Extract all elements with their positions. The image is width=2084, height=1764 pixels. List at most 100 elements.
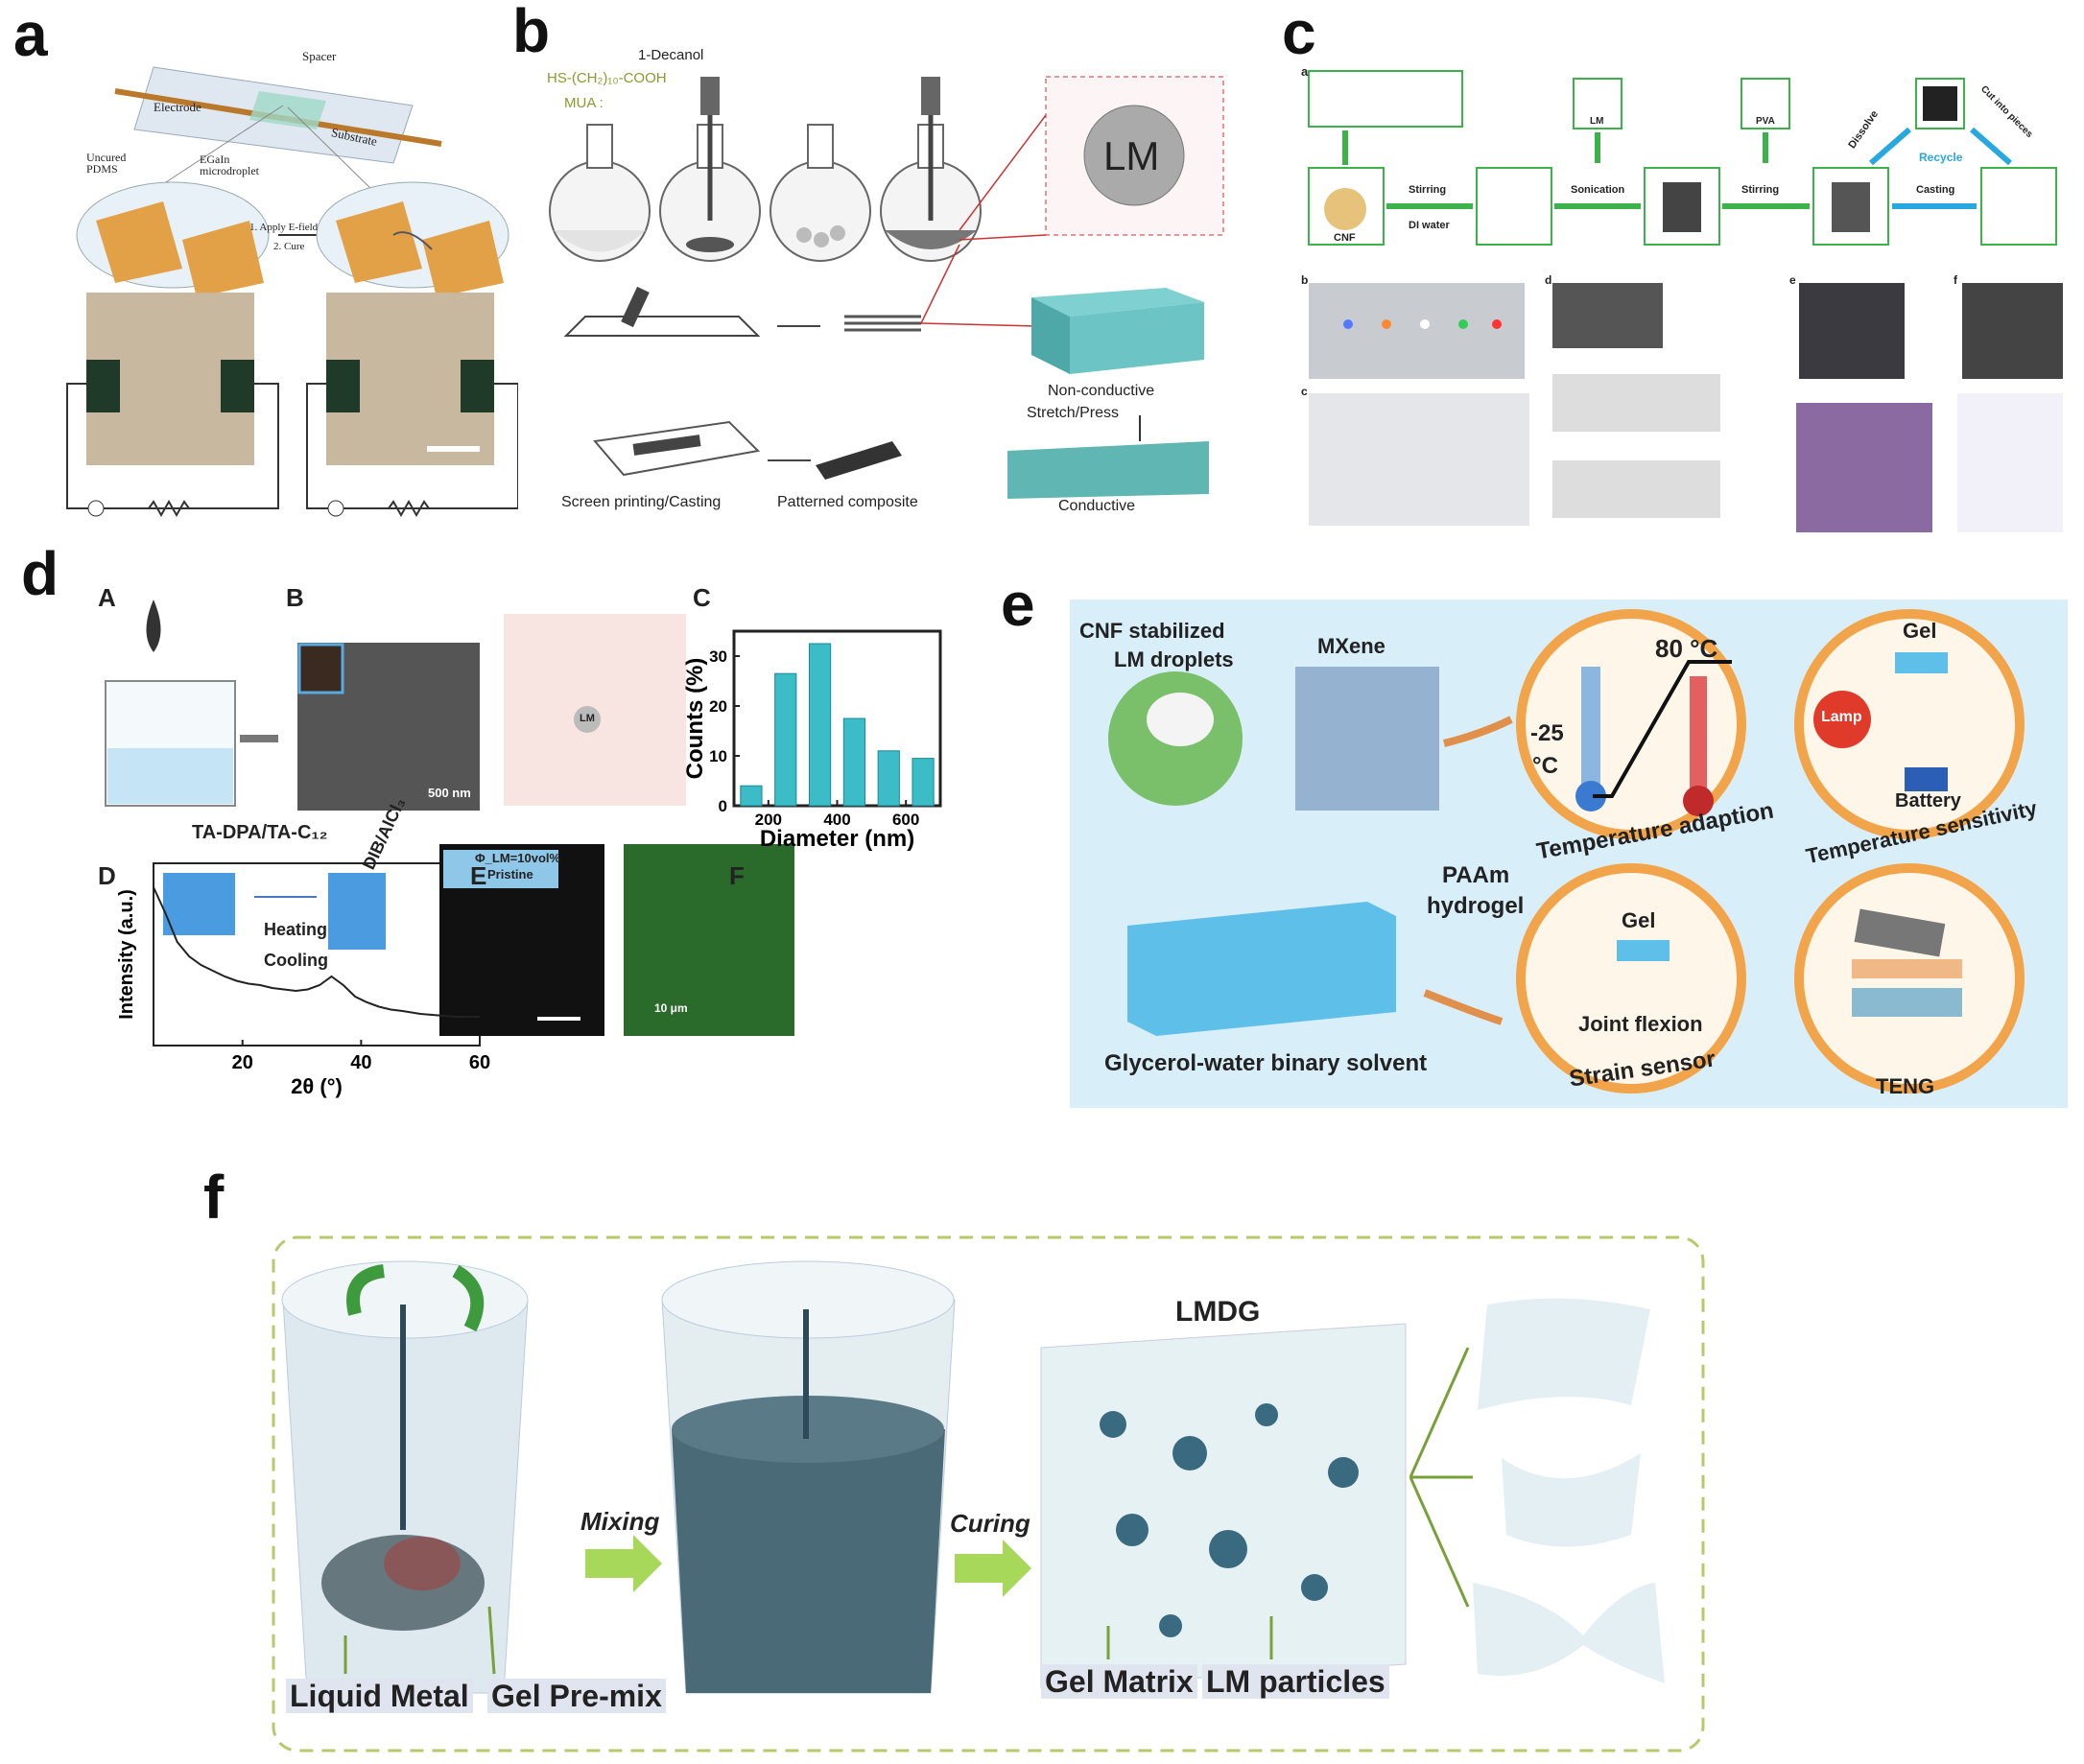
label-non-conductive: Non-conductive xyxy=(1048,383,1155,399)
photo-c-c xyxy=(1309,393,1529,526)
c-sub-d: d xyxy=(1545,273,1552,287)
bar-chart-frame xyxy=(732,629,942,808)
panel-a-figure xyxy=(66,66,519,518)
photo-c-d1 xyxy=(1552,283,1663,348)
box-di-water xyxy=(1476,167,1552,246)
f-gel-matrix: Gel Matrix xyxy=(1041,1664,1197,1699)
teng-layer-top xyxy=(1854,908,1946,957)
sem-inset-vial xyxy=(297,643,344,694)
ac-source-left xyxy=(87,500,105,517)
box-film xyxy=(1980,167,2057,246)
gel-temp xyxy=(1895,652,1948,673)
d-phi: Φ_LM=10vol% xyxy=(475,851,561,865)
xrd-line xyxy=(153,886,480,1018)
spacer-shape xyxy=(249,91,326,129)
molecule-lm xyxy=(574,706,601,733)
bar xyxy=(808,643,832,807)
gel-strain xyxy=(1617,940,1670,961)
lm-pool xyxy=(686,237,734,252)
e-cnf-lm2: LM droplets xyxy=(1114,647,1234,671)
label-mua-formula: HS-(CH₂)₁₀-COOH xyxy=(547,70,667,86)
rotate-arrow-left xyxy=(346,1264,386,1316)
c-sub-b: b xyxy=(1301,273,1309,287)
d-pristine: Pristine xyxy=(487,867,533,882)
zoom-line-b1 xyxy=(959,114,1047,231)
label-mua: MUA : xyxy=(564,95,604,111)
deformed-sheet-stretch xyxy=(1478,1298,1650,1410)
lm-particle-f-6 xyxy=(1209,1530,1247,1568)
d-cooling: Cooling xyxy=(264,951,328,970)
lm-particle-f-4 xyxy=(1328,1457,1359,1488)
led-blue xyxy=(1343,319,1353,329)
thermometer-cold-bulb xyxy=(1575,781,1606,811)
arrow-mixing xyxy=(585,1535,662,1592)
f-gel-premix: Gel Pre-mix xyxy=(487,1679,666,1713)
flask-4-liquid xyxy=(885,230,977,249)
label-egain: EGaIn microdroplet xyxy=(200,153,259,177)
resistor-left xyxy=(148,499,190,518)
zoom-line-right xyxy=(287,106,375,193)
lm-particle-3 xyxy=(830,225,845,241)
f-lmdg: LMDG xyxy=(1175,1296,1261,1328)
lamp xyxy=(1813,691,1871,748)
pointer-gel-premix xyxy=(487,1606,496,1675)
arrow-curing xyxy=(955,1540,1031,1597)
xrd-inset-vial-1 xyxy=(163,873,235,935)
c-stirring1: Stirring xyxy=(1409,184,1447,196)
c-recycle: Recycle xyxy=(1919,151,1963,164)
e-teng: TENG xyxy=(1876,1074,1935,1098)
coating-blade xyxy=(621,286,650,328)
label-patterned: Patterned composite xyxy=(777,494,918,510)
mxene-flakes xyxy=(1295,667,1439,811)
e-battery: Battery xyxy=(1895,790,1961,811)
red-arrow-b1 xyxy=(920,322,1037,327)
composite-top xyxy=(1031,288,1204,317)
arrow-c-dissolve xyxy=(1869,127,1911,166)
c-pva: PVA xyxy=(1756,116,1775,127)
zoom-line-b2 xyxy=(959,234,1047,241)
c-lm: LM xyxy=(1590,116,1604,127)
lm-particle-2 xyxy=(814,232,829,247)
x-tick-label: 20 xyxy=(232,1052,253,1073)
panel-a: Spacer Electrode Substrate Uncured PDMS … xyxy=(58,38,519,518)
panel-label-b: b xyxy=(512,0,551,65)
panel-b-figure xyxy=(549,76,1224,499)
panel-label-a: a xyxy=(13,0,48,69)
e-tempc: °C xyxy=(1532,753,1558,779)
e-paam: PAAm xyxy=(1442,862,1510,888)
label-step1: 1. Apply E-field xyxy=(249,222,319,233)
label-uncured-pdms: Uncured PDMS xyxy=(86,151,127,176)
ac-source-right xyxy=(327,500,344,517)
red-arrow-b2 xyxy=(920,244,960,324)
box-lm xyxy=(1573,78,1622,129)
c-sub-e: e xyxy=(1789,273,1796,287)
panel-c-figure xyxy=(1308,70,2063,532)
e-hydrogel: hydrogel xyxy=(1427,893,1525,919)
y-tick-label: 10 xyxy=(709,747,727,765)
lm-particle-f-8 xyxy=(1159,1614,1182,1637)
electrode-pad-left-1 xyxy=(96,201,182,283)
x-tick-label: 200 xyxy=(755,811,782,829)
teng-layer-bottom xyxy=(1852,988,1962,1017)
c-sub-c: c xyxy=(1301,385,1308,398)
gel-premix-blob xyxy=(384,1537,461,1590)
circle-temp-sensitivity xyxy=(1794,609,2025,839)
electrode-pad-right-1 xyxy=(336,201,422,283)
y-axis-label: Counts (%) xyxy=(682,658,708,780)
f-mixing: Mixing xyxy=(580,1507,660,1536)
deformed-sheet-twist xyxy=(1473,1583,1665,1683)
pieces xyxy=(1923,86,1957,121)
lm-drop xyxy=(146,600,161,652)
label-step2: 2. Cure xyxy=(273,241,305,252)
photo-c-d2 xyxy=(1552,374,1720,432)
d-B: B xyxy=(286,583,304,612)
stencil-pattern xyxy=(632,435,701,456)
label-spacer: Spacer xyxy=(302,49,337,63)
d-heating: Heating xyxy=(264,920,328,939)
panel-b: 1-Decanol HS-(CH₂)₁₀-COOH MUA : LM Non-c… xyxy=(537,38,1228,528)
micrograph-before-electrode-right xyxy=(221,360,254,412)
panel-f-figure xyxy=(272,1235,1705,1752)
branch-arrow-1 xyxy=(1409,1347,1470,1478)
photo-c-e2 xyxy=(1796,403,1932,532)
